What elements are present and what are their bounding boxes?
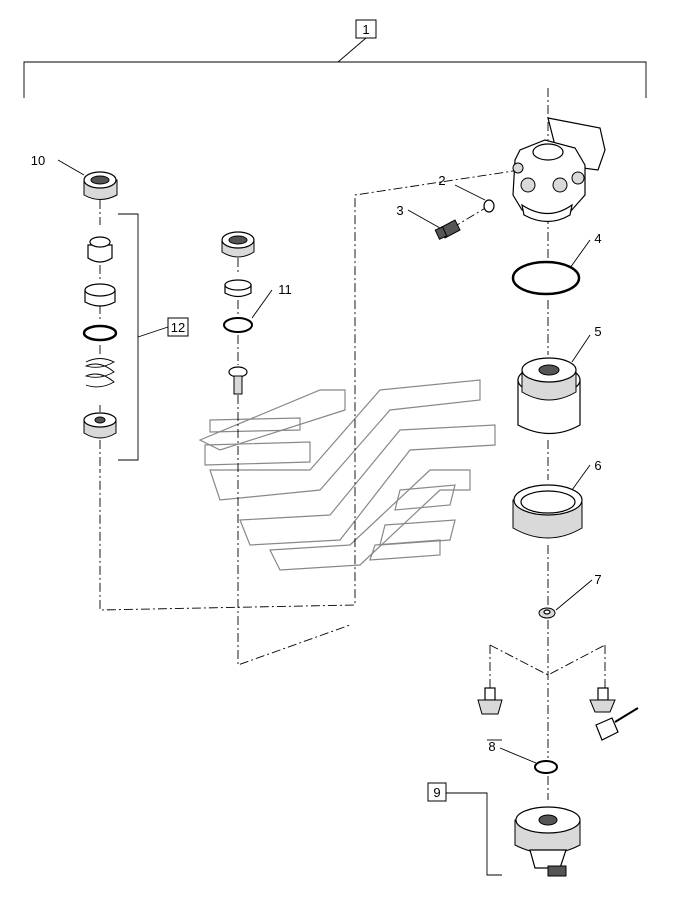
callout-11: 11 xyxy=(278,282,292,297)
callout-9: 9 xyxy=(433,785,440,800)
o-ring-4 xyxy=(511,260,581,296)
filter-cartridge-5 xyxy=(517,357,581,434)
callout-8: 8 xyxy=(488,739,495,754)
separator-bowl xyxy=(514,806,581,877)
callout-5: 5 xyxy=(594,324,601,339)
callout-3: 3 xyxy=(396,203,403,218)
centre-lines xyxy=(99,88,606,800)
callout-6: 6 xyxy=(594,458,601,473)
drain-valve-left xyxy=(477,687,503,715)
callout-12: 12 xyxy=(171,320,185,335)
callout-1: 1 xyxy=(362,22,369,37)
watermark-logo xyxy=(198,379,496,571)
screw-3 xyxy=(434,219,461,240)
callout-box-9 xyxy=(427,782,447,802)
sensor-right xyxy=(589,687,639,741)
collar-6 xyxy=(512,484,583,539)
left-part-stack xyxy=(82,171,118,439)
callout-7: 7 xyxy=(594,572,601,587)
filter-head xyxy=(512,117,606,223)
seal-7 xyxy=(538,607,556,619)
assembly-bracket xyxy=(23,37,647,98)
callout-box-1 xyxy=(355,19,377,39)
callout-2: 2 xyxy=(438,173,445,188)
callout-10: 10 xyxy=(31,153,45,168)
middle-part-stack xyxy=(221,231,255,395)
kit-bracket-12 xyxy=(118,213,169,461)
washer-2 xyxy=(483,199,495,213)
callout-box-12 xyxy=(167,317,189,337)
o-ring-8 xyxy=(534,760,558,774)
leader-lines xyxy=(57,159,593,876)
callout-4: 4 xyxy=(594,231,601,246)
